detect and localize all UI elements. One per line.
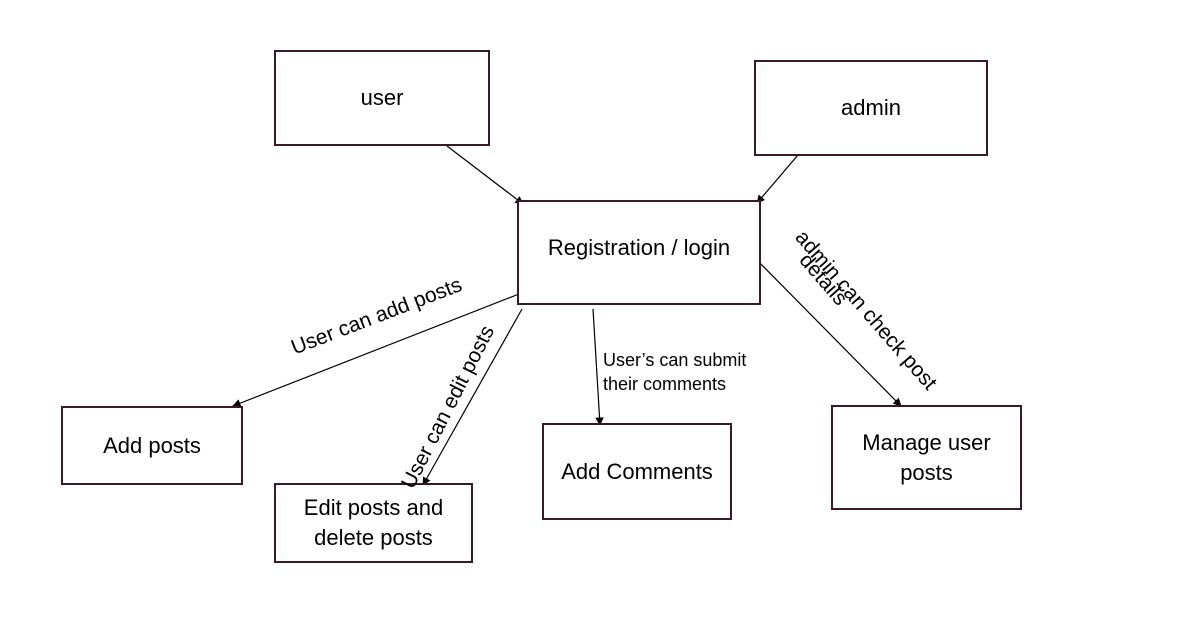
user-node-label: user xyxy=(360,85,404,110)
arrow-registration-to-add-comments xyxy=(592,308,604,426)
add-posts-node: Add posts xyxy=(61,406,243,485)
edit-delete-posts-node: Edit posts and delete posts xyxy=(274,483,473,563)
arrow-registration-to-add-posts xyxy=(232,293,520,408)
admin-node: admin xyxy=(754,60,988,156)
arrow-admin-to-registration xyxy=(756,154,799,204)
arrow-registration-to-edit-posts xyxy=(422,308,523,486)
arrow-registration-to-manage-posts xyxy=(754,257,902,407)
registration-login-label: Registration / login xyxy=(547,234,731,260)
admin-node-label: admin xyxy=(841,95,901,120)
arrow-user-to-registration xyxy=(446,145,524,205)
registration-login-node: Registration / login xyxy=(517,200,761,305)
user-node: user xyxy=(274,50,490,146)
add-posts-label: Add posts xyxy=(103,432,201,458)
add-comments-node: Add Comments xyxy=(542,423,732,520)
edit-delete-posts-label: Edit posts and delete posts xyxy=(303,495,444,550)
manage-user-posts-node: Manage user posts xyxy=(831,405,1022,510)
manage-user-posts-label: Manage user posts xyxy=(862,429,991,485)
add-comments-label: Add Comments xyxy=(561,458,713,484)
edge-label-submit-comments: User’s can submit their comments xyxy=(603,350,747,394)
